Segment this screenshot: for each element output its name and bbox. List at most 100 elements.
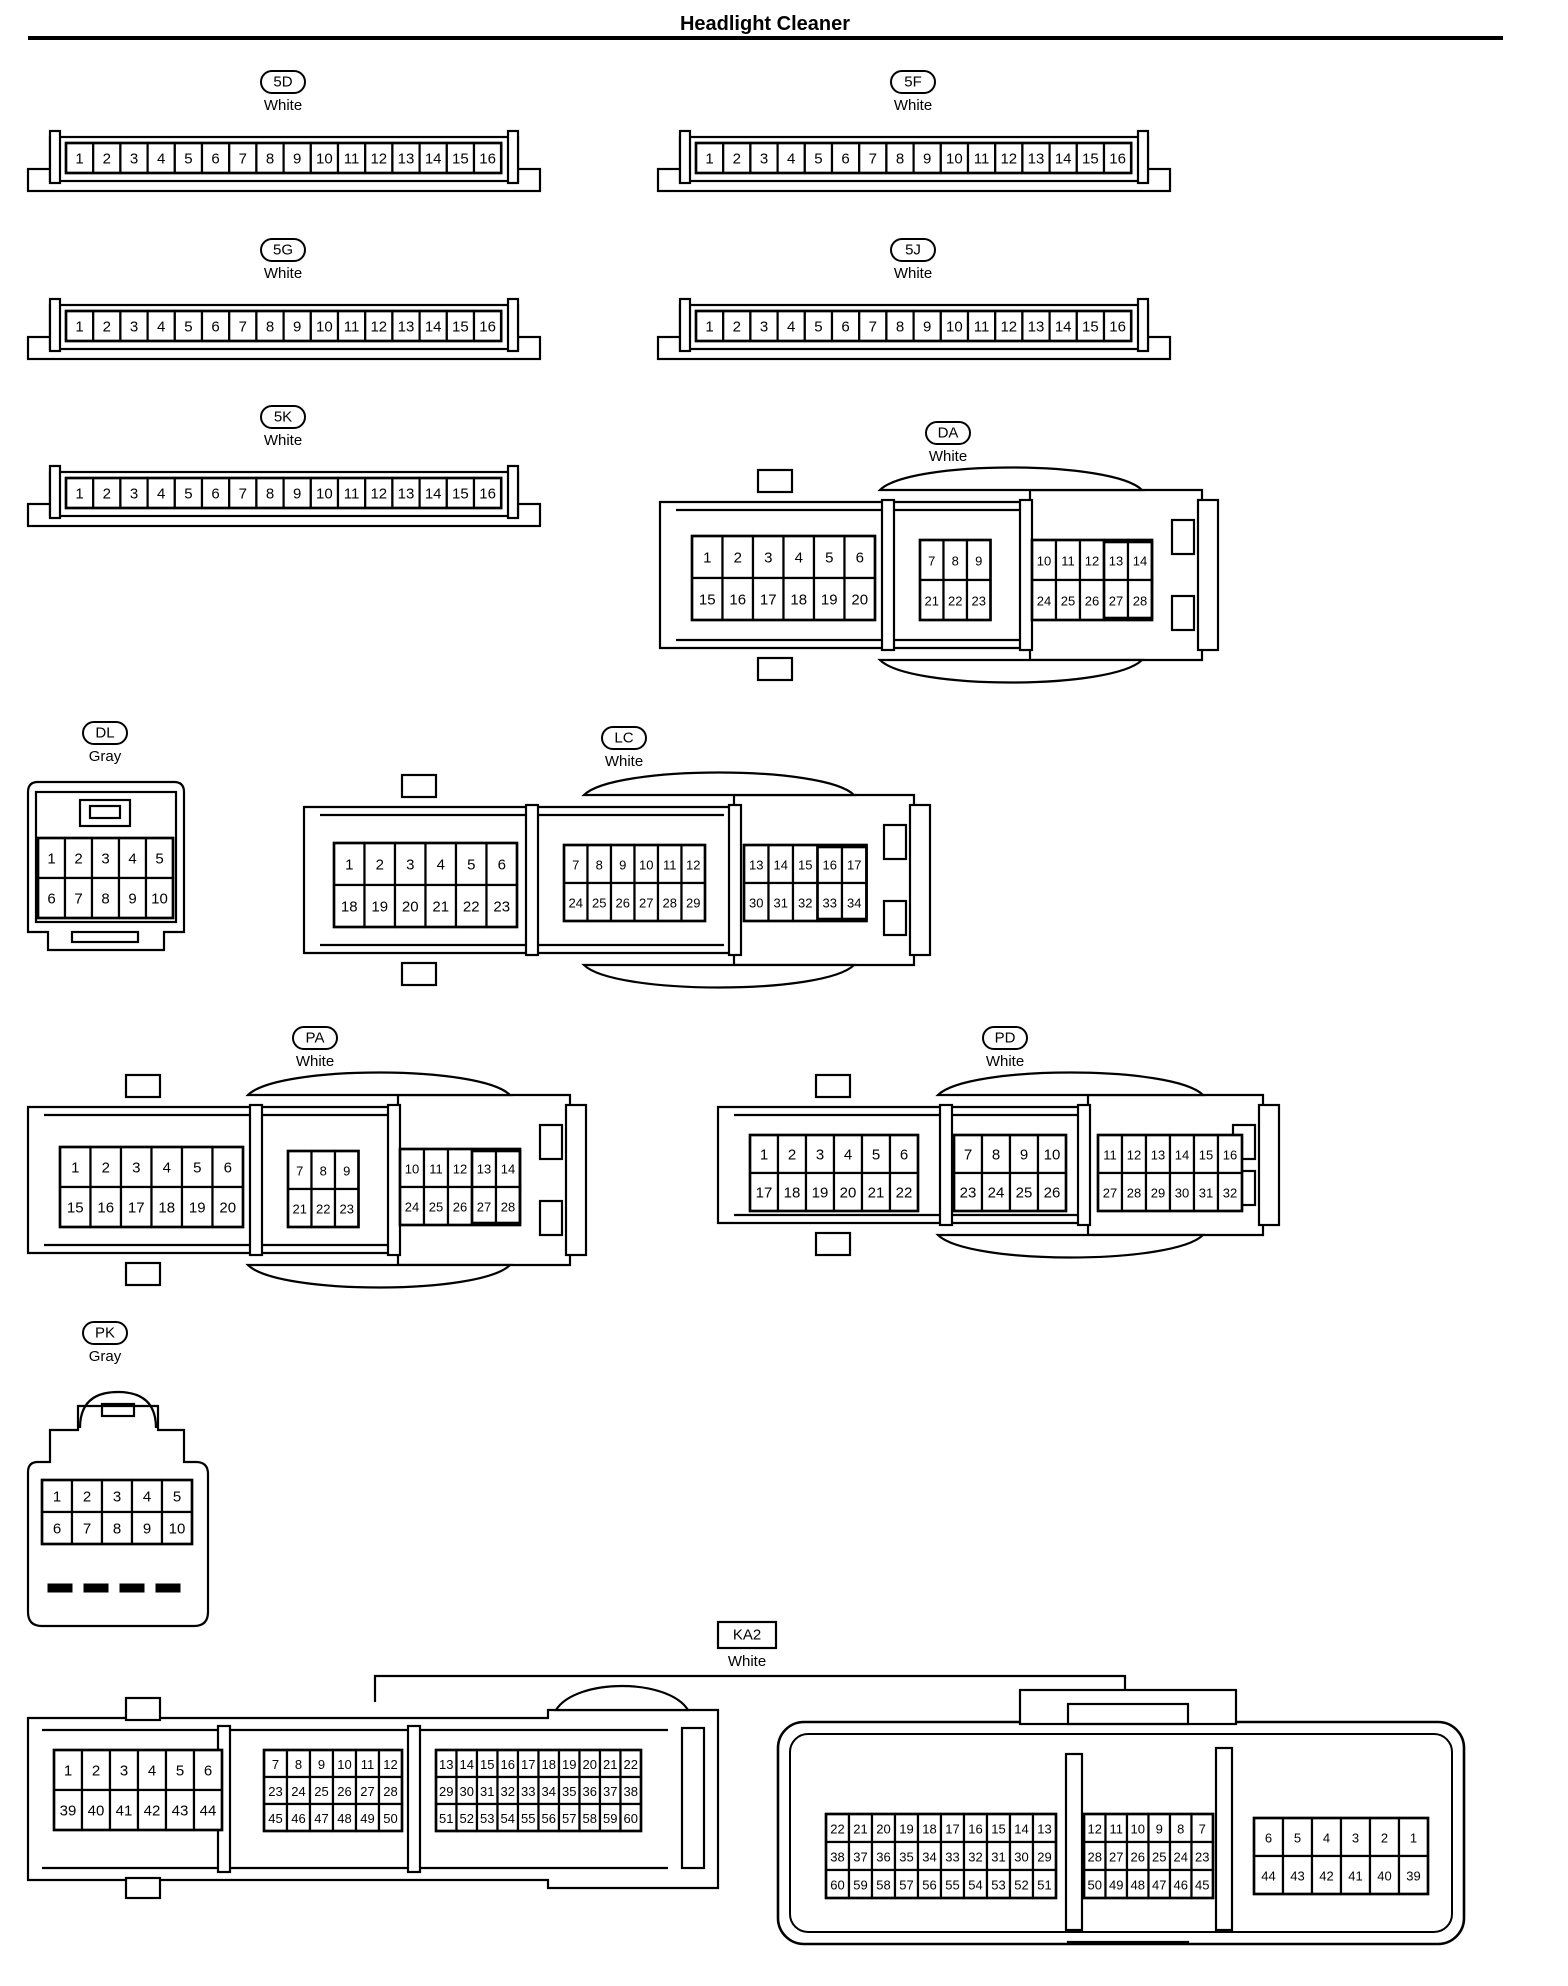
pin-number: 1 [47, 851, 55, 868]
pin-number: 4 [1323, 1831, 1330, 1846]
pin-number: 22 [463, 899, 480, 916]
pin-number: 31 [774, 896, 788, 911]
pin-number: 1 [705, 319, 713, 336]
pin-number: 8 [596, 858, 603, 873]
connector-color: White [605, 753, 643, 770]
side-latch [680, 1726, 706, 1870]
pin-number: 22 [624, 1757, 638, 1772]
pin-number: 9 [293, 486, 301, 503]
pin-number: 40 [88, 1803, 105, 1820]
pin-number: 4 [143, 1489, 151, 1506]
pin-number: 7 [272, 1757, 279, 1772]
pin-number: 56 [542, 1811, 556, 1826]
pin-number: 29 [1151, 1186, 1165, 1201]
pin-number: 23 [972, 594, 986, 609]
pin-cell [1144, 1133, 1172, 1175]
pin-number: 16 [968, 1822, 982, 1837]
pin-number: 2 [734, 550, 742, 567]
pin-number: 25 [1152, 1850, 1166, 1865]
pin-cell [422, 1185, 450, 1227]
pin-grid-outline [1082, 1812, 1215, 1900]
connector-id: PK [95, 1325, 115, 1342]
pin-number: 37 [853, 1850, 867, 1865]
pin-number: 10 [316, 319, 333, 336]
pin-number: 46 [1174, 1878, 1188, 1893]
pin-number: 7 [964, 1147, 972, 1164]
connector-id: DA [938, 425, 959, 442]
pin-number: 1 [703, 550, 711, 567]
pin-grid-outline [1096, 1133, 1244, 1213]
pin-number: 18 [922, 1822, 936, 1837]
connector-id-oval [260, 405, 306, 429]
pin-number: 30 [460, 1784, 474, 1799]
pin-cell [160, 1478, 194, 1514]
pin-number: 34 [847, 896, 861, 911]
pin-number: 28 [663, 896, 677, 911]
pin-number: 3 [132, 1160, 140, 1177]
pin-number: 5 [173, 1489, 181, 1506]
pin-number: 20 [402, 899, 419, 916]
pin-cell [391, 141, 421, 175]
pin-number: 50 [1088, 1878, 1102, 1893]
housing-hood [245, 1071, 513, 1097]
pin-number: 8 [320, 1164, 327, 1179]
top-tab [814, 1073, 852, 1099]
pin-number: 5 [193, 1160, 201, 1177]
connector-id: 5K [274, 409, 292, 426]
side-latch [1196, 498, 1220, 652]
pin-number: 8 [295, 1757, 302, 1772]
pin-number: 15 [1082, 151, 1099, 168]
pin-number: 1 [75, 319, 83, 336]
pin-number: 7 [869, 151, 877, 168]
block-divider [938, 1103, 954, 1227]
pin-number: 23 [340, 1202, 354, 1217]
pin-number: 26 [337, 1784, 351, 1799]
pin-grid-outline [690, 534, 877, 622]
pin-cell [748, 1171, 780, 1213]
pin-number: 12 [1088, 1822, 1102, 1837]
pin-number: 16 [1223, 1148, 1237, 1163]
pin-number: 10 [1044, 1147, 1061, 1164]
pin-number: 6 [841, 151, 849, 168]
pin-number: 13 [439, 1757, 453, 1772]
block-divider [524, 803, 540, 957]
pin-number: 21 [603, 1757, 617, 1772]
pin-number: 2 [102, 1160, 110, 1177]
pin-number: 8 [266, 319, 274, 336]
pin-cell [1078, 578, 1106, 622]
pin-grid-outline [562, 843, 707, 923]
pin-number: 17 [760, 592, 777, 609]
block-divider [727, 803, 743, 957]
connector-id-box [716, 1620, 778, 1650]
pin-cell [804, 1133, 836, 1175]
pin-number: 10 [337, 1757, 351, 1772]
pin-cell [173, 141, 204, 175]
latch-left [48, 297, 62, 353]
pin-number: 15 [798, 858, 812, 873]
pin-number: 42 [1319, 1869, 1333, 1884]
pin-number: 3 [130, 151, 138, 168]
latch-right [1136, 297, 1150, 353]
pin-number: 21 [868, 1185, 885, 1202]
pin-number: 29 [439, 1784, 453, 1799]
pin-number: 23 [268, 1784, 282, 1799]
pin-number: 12 [686, 858, 700, 873]
pin-grid-outline [36, 836, 175, 920]
pin-number: 16 [479, 151, 496, 168]
bottom-rib [47, 1583, 73, 1593]
pin-number: 20 [840, 1185, 857, 1202]
pin-number: 14 [425, 486, 442, 503]
pin-number: 14 [1055, 319, 1072, 336]
pin-number: 7 [928, 554, 935, 569]
pin-number: 24 [405, 1200, 419, 1215]
pin-number: 3 [760, 319, 768, 336]
pin-number: 5 [1294, 1831, 1301, 1846]
pin-number: 12 [383, 1757, 397, 1772]
pin-number: 18 [341, 899, 358, 916]
housing-hood-bottom [581, 963, 857, 989]
pin-number: 21 [432, 899, 449, 916]
bottom-rib [155, 1583, 181, 1593]
